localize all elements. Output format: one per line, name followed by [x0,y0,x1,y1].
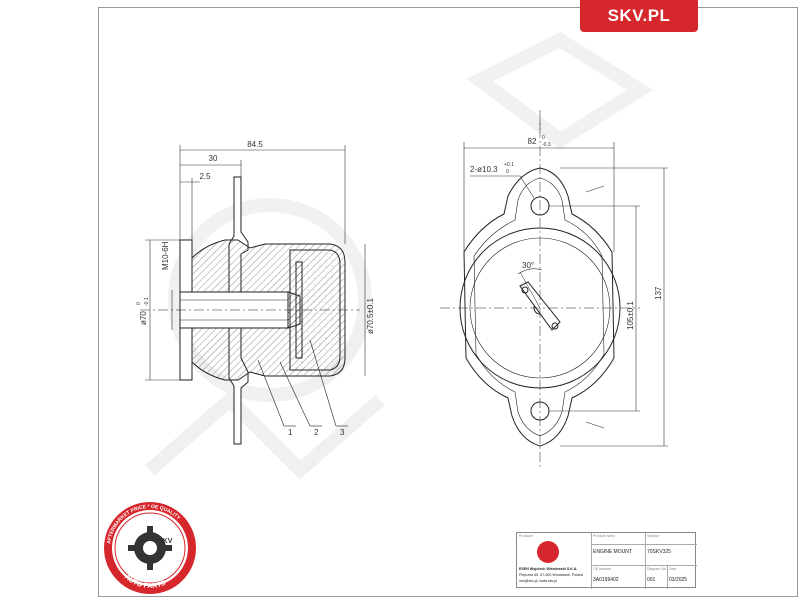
dim-width-tol-top: 0 [542,135,545,141]
skv-seal-logo: SKV AFTERMARKET PRICE * OE QUALITY AUTO … [104,502,196,594]
drawing-frame [98,7,798,597]
dim-height: 137 [654,286,663,300]
diagram-no: 001 [647,577,656,583]
dim-stud-tol-bottom: -0.1 [144,297,150,306]
dim-stud-tol-top: 0 [136,302,142,305]
dim-holes-tol-top: +0.1 [504,162,514,168]
symbol-label: Symbol [647,534,659,538]
product-name-label: Product name [593,534,615,538]
diagram-no-label: Diagram No. [647,567,667,571]
product-name: ENGINE MOUNT [593,549,632,555]
company-contact: info@skv.pl, www.skv.pl [519,579,557,583]
callout-3: 3 [340,428,345,437]
dim-plate-thickness: 2.5 [199,172,211,181]
title-block-logo [537,541,559,563]
title-block: Producer ESEN Wojciech Wiśniewski S.K.A.… [516,532,697,589]
callout-1: 1 [288,428,293,437]
dim-width: 82 [528,137,537,146]
dim-holes: 2-ø10.3 [470,165,498,174]
company-address: Pieprzna 65, 57-500 Wrocławek, Poland [519,573,584,577]
date-label: Date [669,567,677,571]
dim-angle: 30° [522,261,534,270]
dim-holes-tol-bottom: 0 [506,169,509,175]
callout-2: 2 [314,428,319,437]
symbol: 70SKV325 [647,549,671,555]
dim-cup-diameter: ø70.5±0.1 [366,297,375,334]
oe-number: 3A0199402 [593,577,619,583]
brand-badge[interactable]: SKV.PL [580,0,698,32]
front-view [440,110,640,470]
dim-overall-length: 84.5 [247,140,263,149]
mount-flange [463,167,615,447]
dim-thread: M10-6H [161,241,170,270]
front-dimensions [463,120,668,447]
producer-label: Producer [519,534,534,538]
seal-brand: SKV [158,538,173,545]
company-name: ESEN Wojciech Wiśniewski S.K.A. [519,567,578,571]
dim-width-tol-bottom: -0.3 [542,142,551,148]
oe-number-label: OE Number [593,567,612,571]
dim-hole-spacing: 105±0.1 [626,301,635,330]
date: 03/2025 [669,577,688,583]
section-dimensions [145,145,366,381]
dim-flange-length: 30 [209,154,218,163]
dim-stud-diameter: ø70 [139,311,148,325]
section-view [140,176,360,445]
